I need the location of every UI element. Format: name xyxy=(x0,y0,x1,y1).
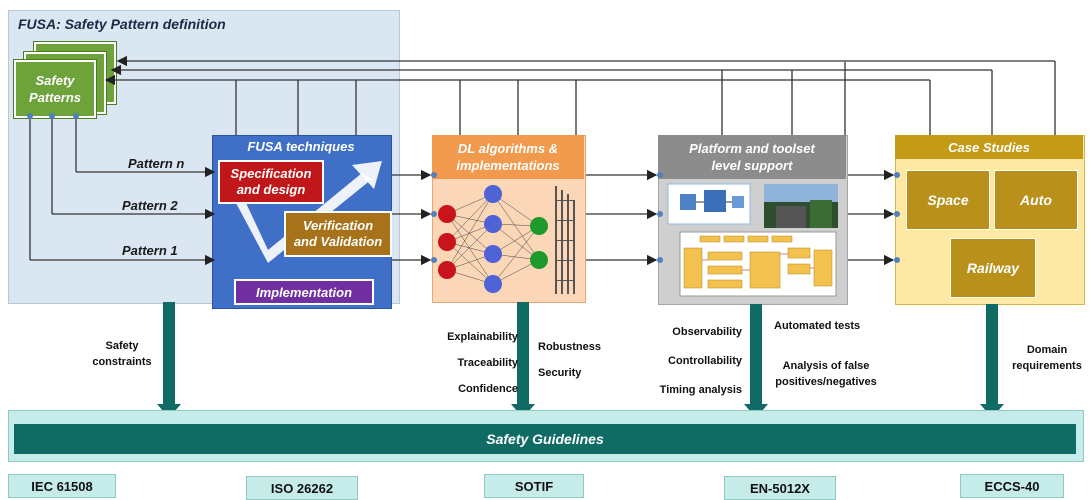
case-auto-box: Auto xyxy=(994,170,1078,230)
controllability-label: Controllability xyxy=(668,355,742,367)
techniques-v-shape xyxy=(220,161,382,263)
case-studies-title: Case Studies xyxy=(895,135,1083,159)
dl-annot-col1: Explainability Traceability Confidence xyxy=(426,324,518,402)
verif-line1: Verification xyxy=(302,218,374,233)
safety-constraints-label: Safety constraints xyxy=(84,338,160,370)
implementation-box: Implementation xyxy=(234,279,374,305)
standard-iso26262: ISO 26262 xyxy=(246,476,358,500)
spec-line2: and design xyxy=(236,182,306,197)
standard-eccs40: ECCS-40 xyxy=(960,474,1064,498)
case-railway-box: Railway xyxy=(950,238,1036,298)
plat-annot-col1: Observability Controllability Timing ana… xyxy=(642,318,742,405)
observability-label: Observability xyxy=(672,326,742,338)
timing-analysis-label: Timing analysis xyxy=(659,384,742,396)
automated-tests-label: Automated tests xyxy=(774,320,861,332)
explainability-label: Explainability xyxy=(447,331,518,343)
verif-line2: and Validation xyxy=(293,234,383,249)
neural-network-graphic xyxy=(438,185,575,294)
domain-req-1: Domain xyxy=(1026,344,1068,356)
standard-sotif: SOTIF xyxy=(484,474,584,498)
case-space-box: Space xyxy=(906,170,990,230)
spec-line1: Specification xyxy=(230,166,312,181)
dl-title-2: implementations xyxy=(456,158,560,173)
dl-annot-col2: Robustness Security xyxy=(538,334,601,386)
robustness-label: Robustness xyxy=(538,341,601,353)
pattern-2-label: Pattern 2 xyxy=(122,198,178,213)
false-positives-1: Analysis of false xyxy=(782,360,870,372)
dl-title: DL algorithms & implementations xyxy=(432,135,584,179)
safety-patterns-box: Safety Patterns xyxy=(14,60,96,118)
security-label: Security xyxy=(538,367,582,379)
standard-iec61508: IEC 61508 xyxy=(8,474,116,498)
safety-guidelines-bar: Safety Guidelines xyxy=(14,424,1076,454)
platform-title-2: level support xyxy=(711,158,793,173)
safety-constraints-2: constraints xyxy=(92,356,152,368)
platform-title: Platform and toolset level support xyxy=(658,135,846,179)
safety-patterns-label-1: Safety xyxy=(35,73,75,88)
domain-requirements-label: Domain requirements xyxy=(1006,342,1088,374)
fusa-panel-title: FUSA: Safety Pattern definition xyxy=(18,16,226,32)
verif-validation-box: Verification and Validation xyxy=(284,211,392,257)
platform-title-1: Platform and toolset xyxy=(689,141,815,156)
confidence-label: Confidence xyxy=(458,383,518,395)
fusa-techniques-title: FUSA techniques xyxy=(247,138,355,154)
platform-graphic xyxy=(667,183,838,297)
traceability-label: Traceability xyxy=(457,357,518,369)
safety-constraints-1: Safety xyxy=(105,340,139,352)
standard-en5012x: EN-5012X xyxy=(724,476,836,500)
safety-patterns-label-2: Patterns xyxy=(28,90,82,105)
domain-req-2: requirements xyxy=(1012,360,1082,372)
spec-design-box: Specification and design xyxy=(218,160,324,204)
pattern-n-label: Pattern n xyxy=(128,156,185,171)
false-positives-label: Analysis of false positives/negatives xyxy=(766,358,886,390)
false-positives-2: positives/negatives xyxy=(775,376,877,388)
pattern-1-label: Pattern 1 xyxy=(122,243,178,258)
dl-title-1: DL algorithms & xyxy=(457,141,559,156)
